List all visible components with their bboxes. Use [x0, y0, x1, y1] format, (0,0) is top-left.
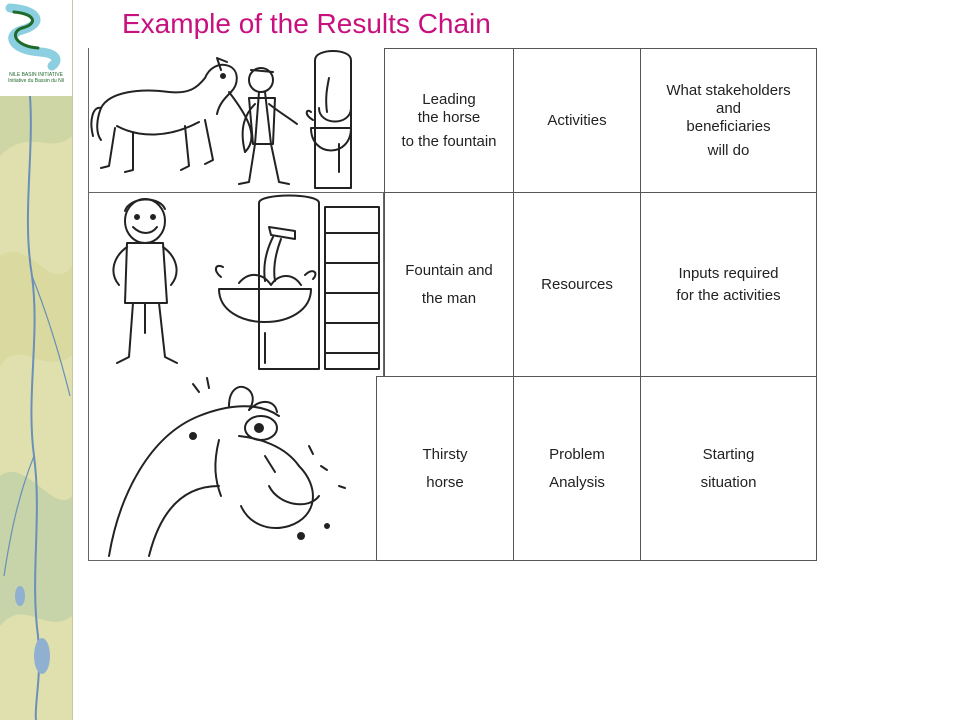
- cell-text: the horse: [417, 108, 481, 126]
- cell-row1-col1: Leading the horse to the fountain: [384, 48, 514, 193]
- cell-text: will do: [707, 141, 750, 159]
- cell-row1-col3: What stakeholders and beneficiaries will…: [640, 48, 817, 193]
- cell-text: beneficiaries: [686, 117, 771, 135]
- man-and-fountain-illustration: [88, 192, 384, 378]
- cell-row3-col2: Problem Analysis: [513, 376, 641, 561]
- cell-text: situation: [700, 473, 757, 491]
- nbi-logo: NILE BASIN INITIATIVE Initiative du Bass…: [0, 0, 72, 96]
- cell-text: Activities: [547, 111, 607, 129]
- cell-text: to the fountain: [401, 132, 497, 150]
- logo-text: NILE BASIN INITIATIVE Initiative du Bass…: [4, 72, 68, 84]
- cell-text: Fountain and: [405, 261, 493, 279]
- cell-text: Problem: [549, 445, 605, 463]
- cell-text: and: [715, 99, 742, 117]
- cell-text: Inputs required: [678, 264, 779, 282]
- cell-text: Starting: [702, 445, 755, 463]
- cell-text: Leading: [422, 90, 476, 108]
- cell-row2-col1: Fountain and the man: [384, 192, 514, 377]
- logo-line-1: NILE BASIN INITIATIVE: [9, 72, 63, 78]
- thirsty-horse-icon: [108, 377, 346, 557]
- cell-row2-col3: Inputs required for the activities: [640, 192, 817, 377]
- horse-and-man-illustration: [88, 48, 371, 194]
- thirsty-horse-illustration: [88, 376, 379, 561]
- nile-map-graphic: [0, 96, 72, 720]
- side-map-strip: NILE BASIN INITIATIVE Initiative du Bass…: [0, 0, 73, 720]
- cell-row3-col3: Starting situation: [640, 376, 817, 561]
- cell-text: What stakeholders: [666, 81, 791, 99]
- cell-text: for the activities: [676, 286, 781, 304]
- page-title: Example of the Results Chain: [122, 8, 491, 39]
- cell-row2-col2: Resources: [513, 192, 641, 377]
- cell-text: Thirsty: [422, 445, 468, 463]
- logo-icon: [0, 0, 72, 72]
- cell-text: Resources: [541, 275, 613, 293]
- logo-line-2: Initiative du Bassin du Nil: [8, 78, 64, 84]
- horse-man-fountain-icon: [90, 50, 352, 189]
- cell-text: horse: [426, 473, 464, 491]
- cell-text: the man: [421, 289, 477, 307]
- cell-row1-col2: Activities: [513, 48, 641, 193]
- cell-row3-col1: Thirsty horse: [376, 376, 514, 561]
- cell-text: Analysis: [549, 473, 605, 491]
- man-fountain-icon: [112, 194, 380, 370]
